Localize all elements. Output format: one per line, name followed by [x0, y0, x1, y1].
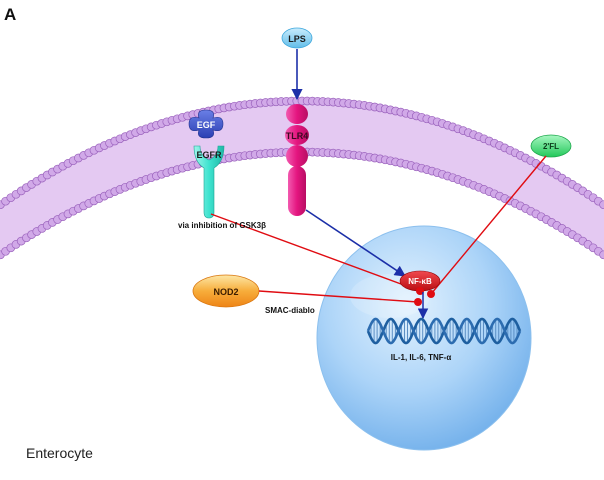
membrane-inner-leaflet: [0, 147, 604, 260]
egfr-receptor: EGFR: [193, 145, 225, 219]
egfr-label: EGFR: [196, 150, 222, 160]
membrane-outer-leaflet: [0, 96, 604, 210]
egf-label: EGF: [197, 120, 216, 130]
smac-annotation: SMAC-diablo: [265, 306, 315, 315]
lps-label: LPS: [288, 34, 306, 44]
nod2-protein: NOD2: [192, 274, 260, 308]
cell-membrane: [0, 96, 604, 260]
lps-ligand: LPS: [281, 27, 313, 49]
panel-label: A: [4, 5, 16, 24]
egfr-inhibition-line: [210, 213, 421, 292]
two-fl-molecule: 2'FL: [530, 134, 572, 158]
gsk3b-annotation: via inhibition of GSK3β: [178, 221, 266, 230]
tlr4-label: TLR4: [286, 131, 309, 141]
cell-label: Enterocyte: [26, 445, 93, 461]
nod2-label: NOD2: [213, 287, 238, 297]
egf-ligand: EGF: [188, 109, 224, 139]
two-fl-inhibition-line: [430, 155, 547, 295]
nfkb-label: NF-κB: [408, 277, 432, 286]
inhibition-dot-2fl: [427, 290, 435, 298]
tlr4-to-nfkb-arrow: [305, 209, 406, 277]
two-fl-label: 2'FL: [543, 142, 559, 151]
inhibition-dot-nod2: [414, 298, 422, 306]
inhibition-lines: [210, 155, 547, 303]
inhibition-dot-egfr: [416, 287, 424, 295]
nod2-inhibition-line: [258, 290, 419, 303]
cytokines-annotation: IL-1, IL-6, TNF-α: [391, 353, 452, 362]
tlr4-receptor: TLR4: [285, 104, 309, 216]
dna-helix-icon: [366, 317, 522, 345]
